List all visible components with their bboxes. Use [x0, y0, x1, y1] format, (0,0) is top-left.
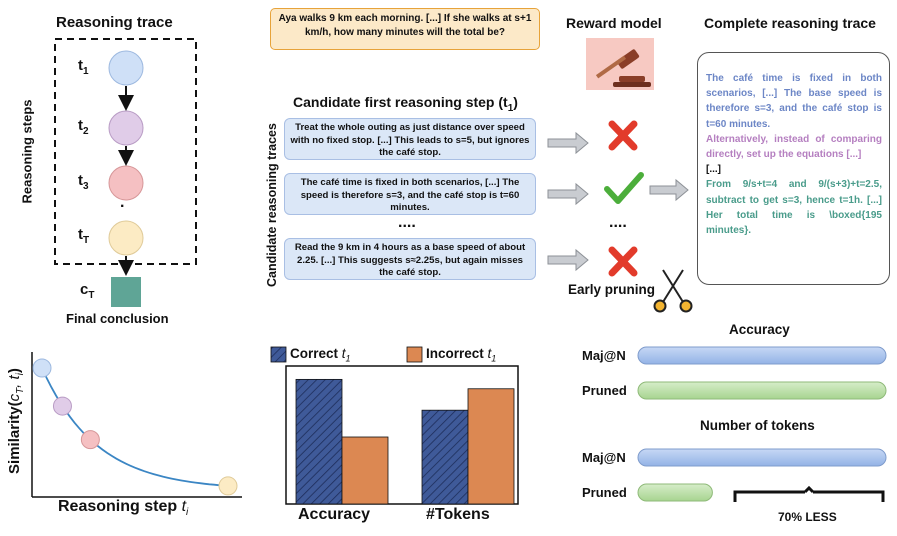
- tokens-maj-label: Maj@N: [582, 450, 626, 465]
- trace-para-3: [...]: [706, 164, 721, 176]
- candidate-traces-label-wrap: Candidate reasoning traces: [262, 120, 282, 290]
- step-t3-circle: [108, 165, 144, 201]
- step-tT-label: tT: [78, 226, 90, 246]
- tokens-pruned-bar: [637, 483, 713, 502]
- bar-correct-accuracy: [295, 378, 343, 505]
- final-conclusion-caption: Final conclusion: [66, 311, 169, 326]
- similarity-ylabel-wrap: Similarity(cT, ti): [2, 345, 26, 500]
- bar-chart: [270, 346, 519, 505]
- final-conclusion-square: [111, 277, 141, 307]
- savings-brace: [733, 485, 885, 502]
- step-t3-label: t3: [78, 172, 89, 192]
- bar-incorrect-tokens: [467, 388, 515, 505]
- candidates-title: Candidate first reasoning step (t1): [293, 94, 518, 114]
- similarity-point-3: [80, 430, 100, 450]
- candidate-step-3: Read the 9 km in 4 hours as a base speed…: [284, 238, 536, 280]
- step-t1-label: t1: [78, 57, 89, 77]
- step-tT-circle: [108, 220, 144, 256]
- trace-para-4: From 9/s+t=4 and 9/(s+3)+t=2.5, subtract…: [706, 179, 882, 237]
- complete-trace-box: The café time is fixed in both scenarios…: [697, 52, 890, 285]
- step-t1-circle: [108, 50, 144, 86]
- tokens-title: Number of tokens: [700, 418, 815, 433]
- early-pruning-label: Early pruning: [568, 282, 656, 297]
- reasoning-steps-label: Reasoning steps: [19, 99, 35, 204]
- legend-swatch-incorrect: [406, 346, 423, 363]
- verdict-x-1: [608, 120, 638, 151]
- candidate-ellipsis: ....: [398, 214, 416, 231]
- accuracy-majority-bar: [637, 346, 887, 365]
- step-dots: .: [120, 194, 125, 211]
- bar-incorrect-accuracy: [341, 436, 389, 505]
- step-t2-circle: [108, 110, 144, 146]
- accuracy-pruned-bar: [637, 381, 887, 400]
- similarity-xlabel: Reasoning step ti: [58, 498, 189, 519]
- legend-correct: Correct t1: [290, 346, 351, 364]
- verdict-check: [604, 172, 644, 204]
- bar-correct-tokens: [421, 409, 469, 505]
- similarity-point-2: [52, 396, 72, 416]
- reasoning-steps-label-wrap: Reasoning steps: [17, 74, 37, 234]
- question-bubble: Aya walks 9 km each morning. [...] If sh…: [270, 8, 540, 50]
- similarity-point-1: [32, 358, 52, 378]
- accuracy-title: Accuracy: [729, 322, 790, 337]
- tokens-majority-bar: [637, 448, 887, 467]
- trace-panel-title: Reasoning trace: [56, 14, 173, 31]
- bar-category-tokens: #Tokens: [426, 506, 490, 523]
- trace-para-2: Alternatively, instead of comparing dire…: [706, 133, 882, 161]
- trace-para-1: The café time is fixed in both scenarios…: [706, 73, 882, 130]
- conclusion-label: cT: [80, 281, 95, 301]
- step-t2-label: t2: [78, 117, 89, 137]
- accuracy-maj-label: Maj@N: [582, 348, 626, 363]
- candidate-traces-label: Candidate reasoning traces: [265, 123, 279, 287]
- candidate-step-1: Treat the whole outing as just distance …: [284, 118, 536, 160]
- scissors-icon: [653, 269, 693, 313]
- similarity-chart: [31, 352, 242, 498]
- gavel-icon: [586, 38, 654, 90]
- legend-incorrect: Incorrect t1: [426, 346, 497, 364]
- complete-trace-title: Complete reasoning trace: [704, 15, 876, 31]
- reward-model-title: Reward model: [566, 15, 662, 31]
- similarity-ylabel: Similarity(cT, ti): [6, 368, 26, 474]
- bar-category-accuracy: Accuracy: [298, 506, 371, 523]
- accuracy-pruned-label: Pruned: [582, 383, 627, 398]
- verdict-x-2: [608, 246, 638, 277]
- less-label: 70% LESS: [778, 510, 837, 524]
- candidate-arrows: [547, 131, 689, 272]
- tokens-pruned-label: Pruned: [582, 485, 627, 500]
- candidate-step-2: The café time is fixed in both scenarios…: [284, 173, 536, 215]
- verdict-ellipsis: ....: [609, 214, 627, 231]
- similarity-point-4: [218, 476, 238, 496]
- pruning-bars: [637, 346, 887, 502]
- legend-swatch-correct: [270, 346, 287, 363]
